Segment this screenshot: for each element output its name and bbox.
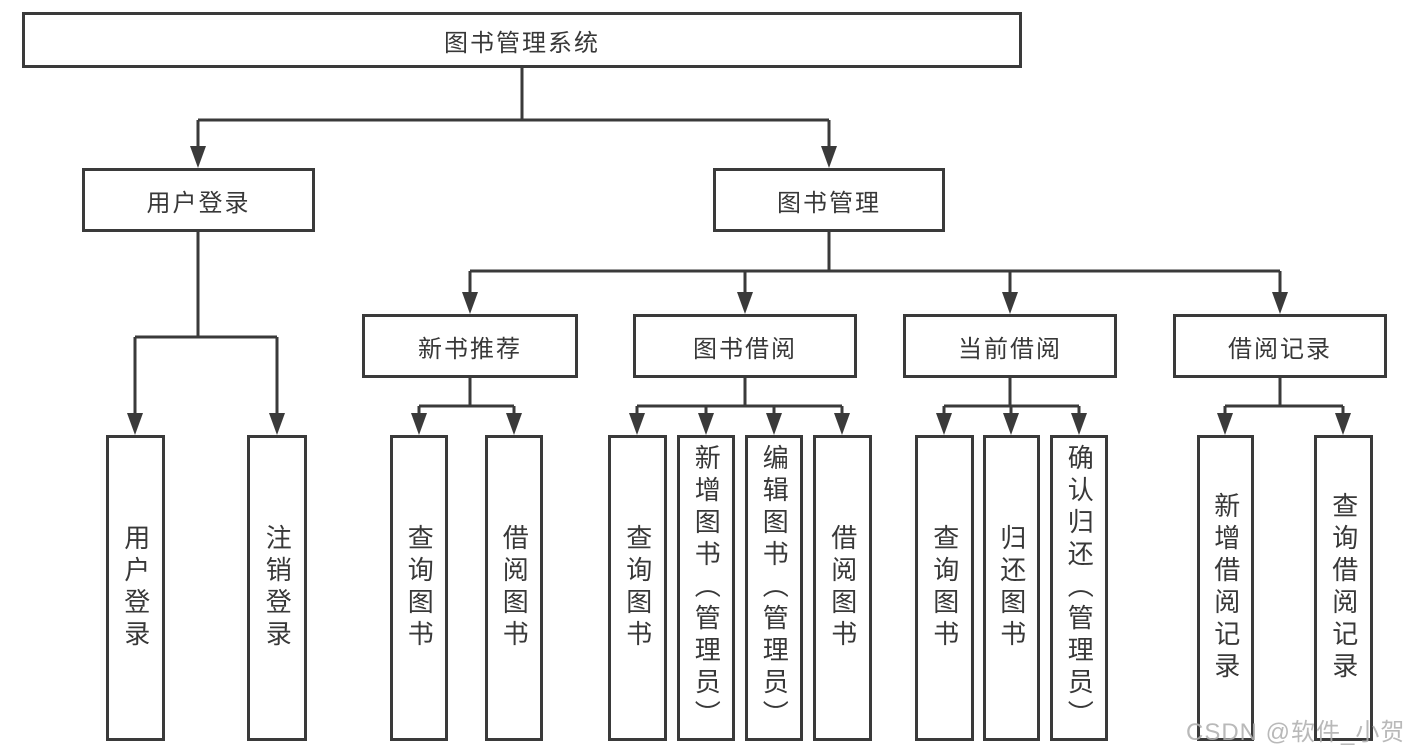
leaf-confirm-return-admin: 确认归还（管理员）: [1050, 435, 1108, 741]
node-library-management-system: 图书管理系统: [22, 12, 1022, 68]
node-book-management: 图书管理: [713, 168, 945, 232]
arrowheads: [127, 146, 1351, 435]
leaf-query-books-borrow: 查询图书: [608, 435, 667, 741]
leaf-borrow-books-recommend: 借阅图书: [485, 435, 543, 741]
leaf-edit-book-admin: 编辑图书（管理员）: [745, 435, 803, 741]
leaf-query-books-recommend: 查询图书: [390, 435, 448, 741]
node-book-borrow: 图书借阅: [633, 314, 857, 378]
leaf-add-book-admin: 新增图书（管理员）: [677, 435, 735, 741]
leaf-logout: 注销登录: [247, 435, 307, 741]
leaf-user-login: 用户登录: [106, 435, 165, 741]
leaf-query-books-current: 查询图书: [915, 435, 974, 741]
leaf-add-borrow-record: 新增借阅记录: [1197, 435, 1254, 741]
node-borrow-records: 借阅记录: [1173, 314, 1387, 378]
watermark: CSDN @软件_小贺同学: [1186, 719, 1405, 746]
leaf-return-book: 归还图书: [983, 435, 1040, 741]
node-current-borrow: 当前借阅: [903, 314, 1117, 378]
leaf-query-borrow-record: 查询借阅记录: [1314, 435, 1373, 741]
leaf-borrow-books-borrow: 借阅图书: [813, 435, 872, 741]
node-user-login: 用户登录: [82, 168, 315, 232]
node-new-book-recommend: 新书推荐: [362, 314, 578, 378]
